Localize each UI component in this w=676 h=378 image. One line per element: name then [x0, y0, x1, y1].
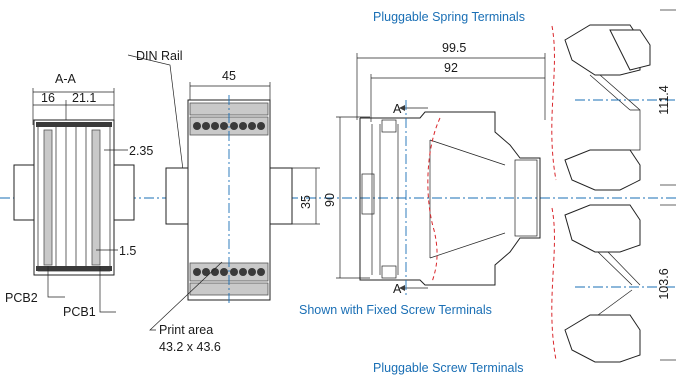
din-rail-label: DIN Rail	[136, 49, 183, 63]
dim-103-6: 103.6	[657, 268, 671, 299]
pcb1-label: PCB1	[63, 305, 96, 319]
section-a-top: A	[393, 102, 402, 116]
dim-16: 16	[41, 91, 55, 105]
spring-terminals-label: Pluggable Spring Terminals	[373, 10, 525, 24]
screw-terminals-label: Pluggable Screw Terminals	[373, 361, 524, 375]
dim-99-5: 99.5	[442, 41, 466, 55]
dim-45: 45	[222, 69, 236, 83]
dim-21-1: 21.1	[72, 91, 96, 105]
dim-2-35: 2.35	[129, 144, 153, 158]
spring-terminal-view: Pluggable Spring Terminals 111.4	[373, 9, 676, 191]
section-aa-label: A-A	[55, 72, 77, 86]
pcb2-label: PCB2	[5, 291, 38, 305]
section-a-bottom: A	[393, 282, 402, 296]
dim-35: 35	[299, 195, 313, 209]
dim-90: 90	[323, 193, 337, 207]
front-view: DIN Rail 45 35	[127, 49, 320, 354]
fixed-screw-label: Shown with Fixed Screw Terminals	[299, 303, 492, 317]
side-view: 99.5 92 90 A A Shown with Fixed Screw Te…	[299, 41, 546, 317]
screw-terminal-view: 103.6 Pluggable Screw Terminals	[373, 204, 676, 375]
dim-1-5: 1.5	[119, 244, 136, 258]
dim-92: 92	[444, 61, 458, 75]
dim-111-4: 111.4	[657, 85, 671, 114]
section-aa-view: A-A 16 21.1 2.35 1.5 PCB2 PCB1	[5, 72, 153, 319]
print-area-label: Print area	[159, 323, 213, 337]
print-area-size: 43.2 x 43.6	[159, 340, 221, 354]
